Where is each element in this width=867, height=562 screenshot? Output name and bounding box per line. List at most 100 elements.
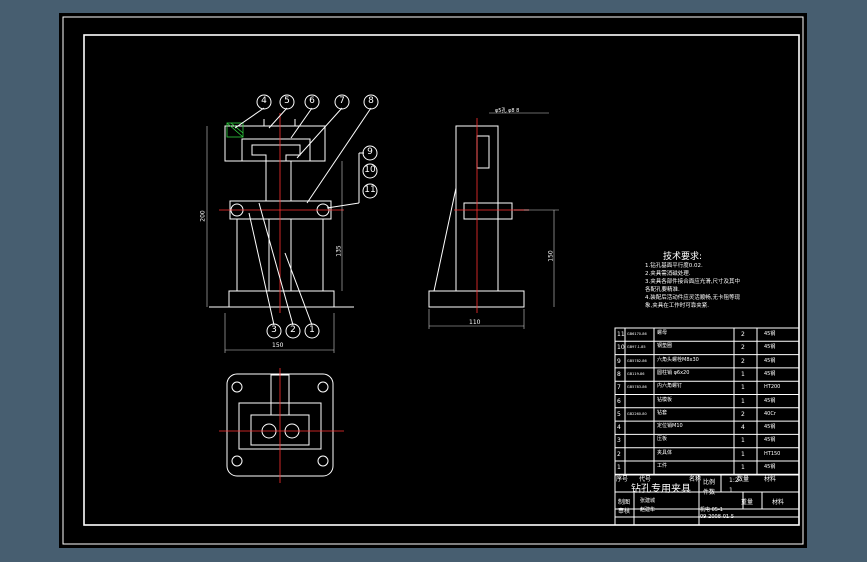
balloon-circle bbox=[304, 323, 320, 339]
balloon-number: 2 bbox=[290, 325, 296, 335]
material-label: 材料 bbox=[772, 499, 785, 506]
bom-qty: 1 bbox=[741, 437, 745, 445]
bom-qty: 2 bbox=[741, 344, 745, 352]
drawing-title: 钻孔专用夹具 bbox=[631, 484, 691, 495]
bom-name: 压板 bbox=[657, 436, 668, 443]
bom-mat: 45钢 bbox=[764, 437, 776, 444]
balloon-circle bbox=[256, 94, 272, 110]
made-value: 张建城 bbox=[640, 498, 656, 504]
balloon-number: 9 bbox=[367, 147, 373, 157]
balloon-circle bbox=[363, 94, 379, 110]
bom-no: 1 bbox=[617, 464, 621, 471]
balloon-number: 8 bbox=[368, 96, 374, 106]
bom-code: GB97.1-85 bbox=[627, 345, 646, 350]
bom-header-no: 序号 bbox=[616, 476, 629, 484]
balloon-number: 1 bbox=[309, 325, 315, 335]
bom-mat: 45钢 bbox=[764, 424, 776, 431]
bom-code: GB5783-86 bbox=[627, 385, 647, 390]
tech-title: 技术要求: bbox=[663, 252, 703, 262]
bom-no: 7 bbox=[617, 384, 621, 392]
tech-line: 象,夹具在工作时可靠夹紧. bbox=[645, 303, 709, 309]
bom-table bbox=[614, 327, 800, 526]
check-label: 审核 bbox=[618, 508, 631, 515]
tech-line: 各配孔要精准. bbox=[645, 287, 680, 293]
balloon-number: 4 bbox=[261, 96, 267, 106]
bom-mat: 45钢 bbox=[764, 464, 776, 470]
balloon-circle bbox=[304, 94, 320, 110]
bom-mat: HT150 bbox=[764, 450, 781, 457]
balloon-circle bbox=[285, 323, 301, 339]
bom-no: 11 bbox=[617, 331, 625, 338]
scale-value: 1:2 bbox=[729, 477, 739, 484]
bom-qty: 4 bbox=[741, 424, 745, 432]
dim-side-height: 150 bbox=[547, 250, 555, 262]
dim-side-width: 110 bbox=[469, 319, 481, 326]
bom-name: 钢垫圈 bbox=[657, 343, 673, 350]
bom-header-code: 代号 bbox=[639, 476, 652, 484]
scale-label: 比例 bbox=[703, 479, 716, 486]
bom-name: 夹具体 bbox=[657, 449, 673, 456]
balloon-number: 11 bbox=[364, 185, 376, 195]
dim-front-inner: 135 bbox=[335, 245, 343, 257]
balloon-circle bbox=[362, 183, 378, 199]
balloon-circle bbox=[266, 323, 282, 339]
balloon-number: 3 bbox=[271, 325, 277, 335]
bom-mat: 45钢 bbox=[764, 397, 776, 404]
bom-name: 螺母 bbox=[657, 330, 668, 336]
bom-code: GB119-86 bbox=[627, 371, 645, 376]
bom-mat: 45钢 bbox=[764, 370, 776, 377]
bom-no: 4 bbox=[617, 424, 621, 432]
bom-code: GB6170-86 bbox=[627, 332, 647, 336]
balloon-number: 5 bbox=[284, 96, 290, 106]
bom-no: 10 bbox=[617, 344, 625, 352]
bom-name: 钻套 bbox=[657, 409, 668, 416]
bom-no: 3 bbox=[617, 437, 621, 445]
bom-mat: 45钢 bbox=[764, 357, 776, 364]
front-view bbox=[206, 107, 372, 353]
balloon-number: 6 bbox=[309, 96, 315, 106]
bom-name: 工件 bbox=[657, 463, 668, 469]
dim-front-width: 150 bbox=[272, 342, 284, 349]
count-label: 件数 bbox=[703, 489, 716, 496]
tech-line: 2.夹具需消磁处理. bbox=[645, 271, 691, 277]
side-view bbox=[428, 112, 559, 329]
bom-qty: 2 bbox=[741, 410, 745, 418]
top-view bbox=[219, 368, 344, 483]
balloon-circle bbox=[362, 163, 378, 179]
bom-name: 圆柱销 φ6x20 bbox=[657, 369, 690, 376]
bom-mat: 45钢 bbox=[764, 331, 776, 337]
bom-name: 内六角螺钉 bbox=[657, 383, 683, 390]
bom-code: GB5782-86 bbox=[627, 358, 647, 363]
bom-qty: 1 bbox=[741, 384, 745, 392]
tech-line: 3.夹具各部件接合面应光滑,尺寸及其中 bbox=[645, 279, 740, 285]
bom-no: 6 bbox=[617, 397, 621, 405]
bom-code: GB2260-80 bbox=[627, 411, 647, 416]
dim-side-note: φ5孔 φ8 8 bbox=[495, 108, 520, 114]
bom-mat: HT200 bbox=[764, 384, 781, 391]
bom-no: 8 bbox=[617, 370, 621, 378]
balloon-circle bbox=[362, 145, 378, 161]
bom-mat: 45钢 bbox=[764, 344, 776, 351]
balloon-circle bbox=[279, 94, 295, 110]
check-value: 赵建华 bbox=[640, 507, 656, 513]
inner-frame bbox=[83, 34, 800, 526]
bom-header-mat: 材料 bbox=[764, 476, 777, 484]
made-label: 制图 bbox=[618, 499, 631, 506]
bom-name: 钻模板 bbox=[657, 396, 673, 403]
bom-no: 5 bbox=[617, 410, 621, 418]
tech-line: 1.钻孔基面平行度0.02. bbox=[645, 263, 703, 269]
tech-line: 4.装配后活动件应灵活顺畅,无卡阻等现 bbox=[645, 295, 740, 301]
bom-qty: 1 bbox=[741, 370, 745, 378]
bom-no: 2 bbox=[617, 450, 621, 458]
bom-qty: 2 bbox=[741, 357, 745, 365]
school: 机电 05-1 bbox=[700, 507, 723, 513]
bom-qty: 1 bbox=[741, 450, 745, 458]
bom-qty: 1 bbox=[741, 464, 745, 471]
balloon-number: 7 bbox=[339, 96, 345, 106]
bom-mat: 40Cr bbox=[764, 410, 776, 417]
bom-qty: 2 bbox=[741, 331, 745, 338]
drawing-number: 09-2008-01-5 bbox=[700, 514, 735, 520]
bom-name: 定位销M10 bbox=[657, 423, 683, 430]
bom-no: 9 bbox=[617, 357, 621, 365]
